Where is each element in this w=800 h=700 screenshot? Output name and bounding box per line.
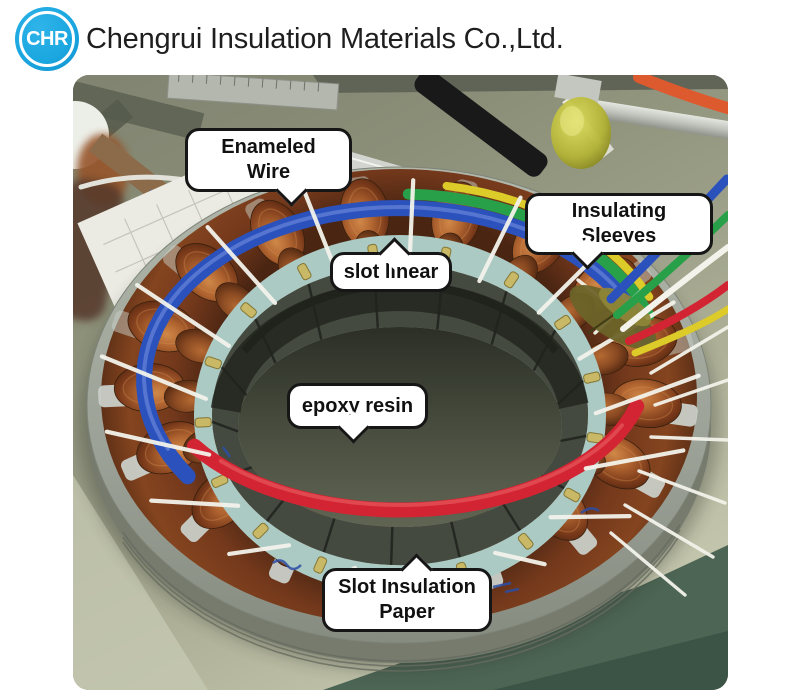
callout-epoxy-resin: epoxy resin: [287, 383, 428, 444]
callout-enameled-wire-line1: Enameled: [221, 136, 316, 158]
orange-cable: [633, 75, 728, 115]
company-name: Chengrui Insulation Materials Co.,Ltd.: [86, 22, 564, 55]
ruler: [166, 75, 340, 111]
callout-enameled-wire: Enameled Wire: [185, 128, 352, 207]
callout-enameled-wire-line2: Wire: [246, 161, 291, 183]
mallet: [551, 75, 728, 169]
marker-scribbles: [221, 446, 600, 594]
callout-slot-linear-line1: slot linear: [343, 260, 439, 283]
callout-slot-insulation-paper: Slot Insulation Paper: [322, 553, 492, 632]
company-logo-icon: CHR: [15, 7, 79, 71]
lead-wires: [569, 174, 728, 357]
callout-slot-insulation-paper-line2: Paper: [379, 601, 435, 623]
logo-text: CHR: [26, 27, 68, 50]
callout-insulating-sleeves: Insulating Sleeves: [525, 193, 713, 270]
callout-slot-linear: slot linear: [330, 237, 452, 292]
product-photo: Enameled Wire Insulating Sleeves slot li…: [73, 75, 728, 690]
callout-epoxy-resin-line1: epoxy resin: [301, 394, 414, 417]
callout-slot-insulation-paper-line1: Slot Insulation: [338, 576, 476, 598]
logo-ring: [19, 11, 75, 67]
callout-insulating-sleeves-line2: Sleeves: [581, 225, 657, 247]
copper-windings-ring: [101, 169, 697, 625]
callout-insulating-sleeves-line1: Insulating: [571, 200, 667, 222]
header: CHR Chengrui Insulation Materials Co.,Lt…: [15, 5, 564, 73]
